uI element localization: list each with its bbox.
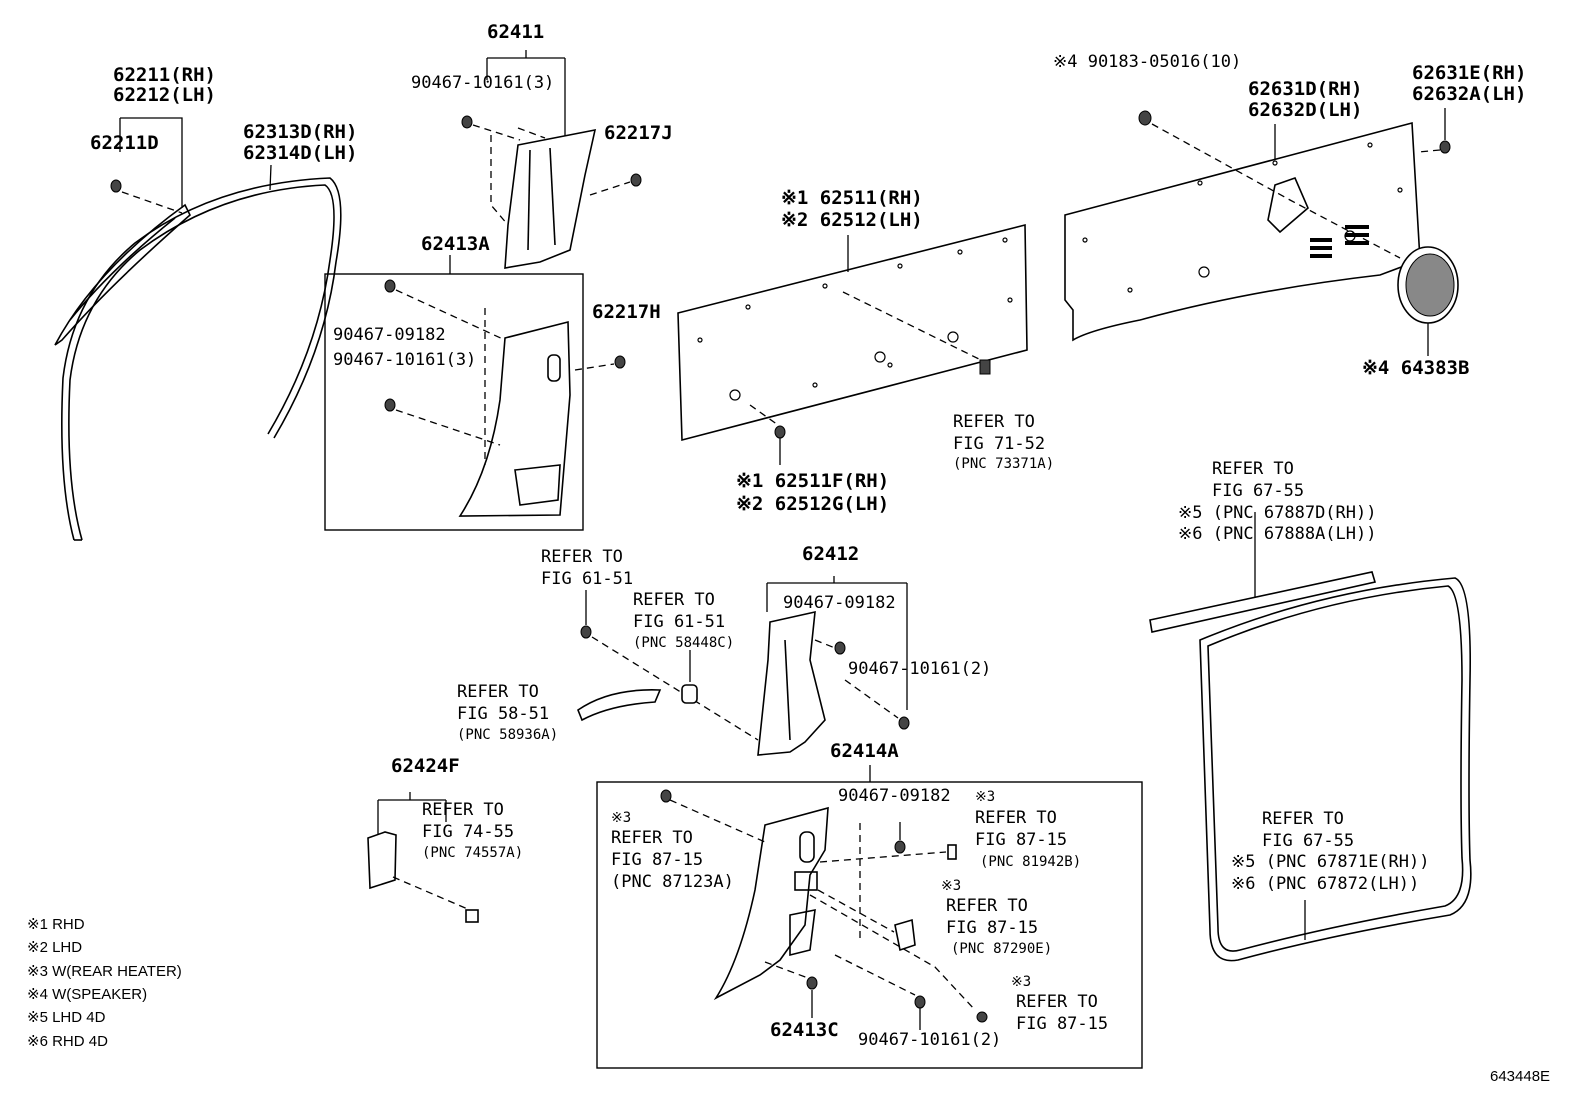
ref-87-15-d-line2: REFER TO — [1016, 992, 1098, 1012]
ref-58-51-line1: REFER TO — [457, 682, 539, 702]
label-62631D: 62631D(RH) — [1248, 78, 1362, 100]
ref-87-15-c-line2: REFER TO — [946, 896, 1028, 916]
label-90467-09182-b: 90467-09182 — [783, 593, 896, 613]
ref-87-15-b-line3: FIG 87-15 — [975, 830, 1067, 850]
ref-87-15-b-line2: REFER TO — [975, 808, 1057, 828]
ref-71-52-line1: REFER TO — [953, 412, 1035, 432]
ref-67-55-bot-line2: FIG 67-55 — [1262, 831, 1354, 851]
label-62211D: 62211D — [90, 132, 159, 154]
ref-67-55-top-line3: ※5 (PNC 67887D(RH)) — [1178, 503, 1376, 523]
ref-87-15-c-line4: (PNC 87290E) — [951, 941, 1052, 957]
legend-item-1: ※1 RHD — [27, 916, 85, 933]
ref-74-55-line2: FIG 74-55 — [422, 822, 514, 842]
quarter-trim-62511 — [677, 223, 1028, 465]
label-62414A: 62414A — [830, 740, 899, 762]
ref-67-55-top-line1: REFER TO — [1212, 459, 1294, 479]
box-62413A — [324, 255, 626, 531]
label-90467-09182-c: 90467-09182 — [838, 786, 951, 806]
legend-item-3: ※3 W(REAR HEATER) — [27, 963, 182, 980]
label-90467-10161-3-top: 90467-10161(3) — [411, 73, 554, 93]
labels: 62211(RH) 62212(LH) 62211D 62313D(RH) 62… — [90, 21, 1526, 1050]
ref-87-15-b-line1: ※3 — [975, 789, 995, 805]
ref-74-55-line3: (PNC 74557A) — [422, 845, 523, 861]
label-62511F: ※1 62511F(RH) — [736, 470, 889, 492]
legend-item-5: ※5 LHD 4D — [27, 1009, 106, 1026]
label-90467-10161-3-b: 90467-10161(3) — [333, 350, 476, 370]
label-90467-10161-2-a: 90467-10161(2) — [848, 659, 991, 679]
label-62632A: 62632A(LH) — [1412, 83, 1526, 105]
door-weatherstrip — [1149, 512, 1472, 962]
ref-61-51-a-line1: REFER TO — [541, 547, 623, 567]
ref-58-51-line3: (PNC 58936A) — [457, 727, 558, 743]
label-62211: 62211(RH) — [113, 64, 216, 86]
legend: ※1 RHD ※2 LHD ※3 W(REAR HEATER) ※4 W(SPE… — [27, 916, 182, 1050]
pillar-62412 — [577, 576, 910, 756]
ref-71-52-line2: FIG 71-52 — [953, 434, 1045, 454]
label-62217H: 62217H — [592, 301, 661, 323]
legend-item-6: ※6 RHD 4D — [27, 1033, 108, 1050]
label-62413A: 62413A — [421, 233, 490, 255]
label-62632D: 62632D(LH) — [1248, 99, 1362, 121]
label-90467-10161-2-b: 90467-10161(2) — [858, 1030, 1001, 1050]
label-62424F: 62424F — [391, 755, 460, 777]
ref-87-15-d-line1: ※3 — [1011, 974, 1031, 990]
panel-62411 — [461, 50, 642, 269]
ref-67-55-top-line4: ※6 (PNC 67888A(LH)) — [1178, 524, 1376, 544]
label-62512G: ※2 62512G(LH) — [736, 493, 889, 515]
label-62212: 62212(LH) — [113, 84, 216, 106]
ref-87-15-b-line4: (PNC 81942B) — [980, 854, 1081, 870]
ref-67-55-bot-line1: REFER TO — [1262, 809, 1344, 829]
label-62217J: 62217J — [604, 122, 673, 144]
label-62412: 62412 — [802, 543, 859, 565]
weatherstrip-62313D — [61, 164, 342, 541]
legend-item-2: ※2 LHD — [27, 939, 82, 956]
label-62413C: 62413C — [770, 1019, 839, 1041]
label-62313D: 62313D(RH) — [243, 121, 357, 143]
diagram-id: 643448E — [1490, 1068, 1550, 1085]
ref-67-55-bot-line4: ※6 (PNC 67872(LH)) — [1231, 874, 1419, 894]
ref-74-55-line1: REFER TO — [422, 800, 504, 820]
ref-87-15-d-line3: FIG 87-15 — [1016, 1014, 1108, 1034]
ref-87-15-a-line2: REFER TO — [611, 828, 693, 848]
label-62511: ※1 62511(RH) — [781, 187, 923, 209]
ref-87-15-a-line3: FIG 87-15 — [611, 850, 703, 870]
ref-87-15-c-line1: ※3 — [941, 878, 961, 894]
ref-87-15-a-line4: (PNC 87123A) — [611, 872, 734, 892]
label-62512: ※2 62512(LH) — [781, 209, 923, 231]
ref-87-15-c-line3: FIG 87-15 — [946, 918, 1038, 938]
ref-71-52-line3: (PNC 73371A) — [953, 456, 1054, 472]
pillar-garnish-62211 — [54, 117, 191, 346]
label-90467-09182-a: 90467-09182 — [333, 325, 446, 345]
ref-61-51-b-line1: REFER TO — [633, 590, 715, 610]
ref-61-51-b-line3: (PNC 58448C) — [633, 635, 734, 651]
part-62424F — [367, 792, 479, 923]
box-62414A — [596, 765, 1143, 1069]
legend-item-4: ※4 W(SPEAKER) — [27, 986, 147, 1003]
label-62411: 62411 — [487, 21, 544, 43]
ref-67-55-top-line2: FIG 67-55 — [1212, 481, 1304, 501]
ref-61-51-a-line2: FIG 61-51 — [541, 569, 633, 589]
label-64383B: ※4 64383B — [1362, 357, 1469, 379]
ref-67-55-bot-line3: ※5 (PNC 67871E(RH)) — [1231, 852, 1429, 872]
rear-panel-62631D — [1064, 108, 1459, 356]
label-90183: ※4 90183-05016(10) — [1053, 52, 1241, 72]
label-62314D: 62314D(LH) — [243, 142, 357, 164]
ref-58-51-line2: FIG 58-51 — [457, 704, 549, 724]
ref-87-15-a-line1: ※3 — [611, 810, 631, 826]
ref-61-51-b-line2: FIG 61-51 — [633, 612, 725, 632]
label-62631E: 62631E(RH) — [1412, 62, 1526, 84]
